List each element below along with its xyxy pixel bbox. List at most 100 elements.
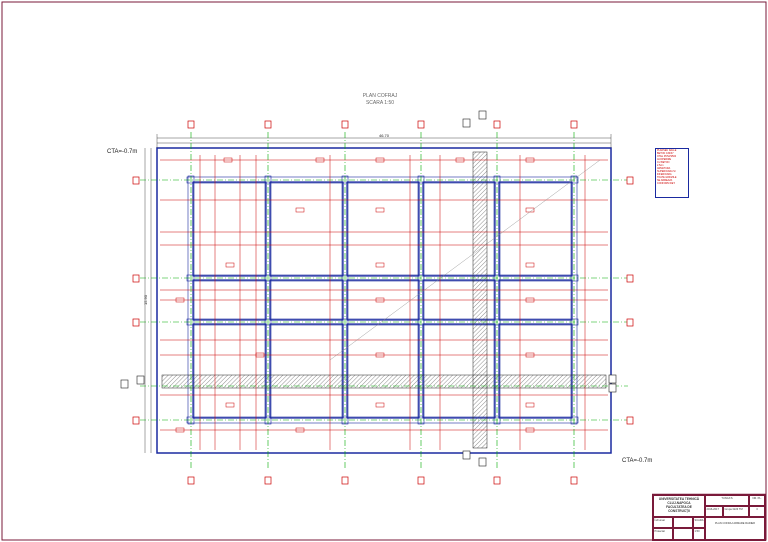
legend-line: CU BETON: [657, 161, 670, 164]
scale-label-cell: SCARA: [693, 517, 705, 528]
slab-panel: [269, 323, 344, 419]
role-1-name: [673, 517, 693, 528]
rebar-tag: [175, 427, 185, 433]
slab-panel: [498, 181, 573, 277]
legend-line: TOATE GRINZILE: [657, 176, 677, 179]
legend-line: OTEL PC52/S500: [657, 155, 677, 158]
rebar-tag: [375, 207, 385, 213]
section-marker: [136, 375, 145, 385]
rebar-tag: [223, 157, 233, 163]
title-block: UNIVERSITATEA TEHNICĂ CLUJ-NAPOCA FACULT…: [652, 494, 766, 541]
axis-bubble-bottom: [493, 476, 501, 485]
rebar-tag: [225, 402, 235, 408]
university-line: UNIVERSITATEA TEHNICĂ: [658, 497, 700, 501]
legend-line: INFERIOARA: [657, 173, 672, 176]
sheet-number-cell: 3: [749, 506, 765, 517]
slab-panel: [346, 323, 420, 419]
axis-grid: [140, 132, 628, 470]
title-text: PLAN COFRAJ: [362, 93, 398, 99]
axis-bubble-top: [493, 120, 501, 129]
section-marker: [608, 374, 617, 384]
legend-line: 2.5cm: [657, 164, 664, 167]
section-marker: [478, 110, 487, 120]
dimension-top: [156, 134, 612, 148]
drawing-title: PLAN COFRAJ SCARA 1:50: [340, 93, 420, 107]
axis-bubble-right: [626, 274, 634, 283]
drawing-name-cell: PLAN COFRAJ ARMARE RADIER: [705, 517, 765, 540]
slab-panel: [346, 181, 420, 277]
rebar-tag: [525, 297, 535, 303]
rebar-tag: [315, 157, 325, 163]
slab-panel: [269, 181, 344, 277]
foundation-outline: [156, 147, 612, 454]
slab-panel: [422, 323, 496, 419]
axis-bubble-left: [132, 176, 140, 185]
axis-bubble-left: [132, 274, 140, 283]
legend-line: CONFORM DET.: [657, 182, 676, 185]
legend-line: ARMATURA: [657, 167, 671, 170]
rebar-tag: [525, 402, 535, 408]
axis-bubble-top: [264, 120, 272, 129]
project-cell: TUNCA'S: [705, 495, 749, 506]
diagonal-line: [329, 159, 601, 361]
rebar-tag: [455, 157, 465, 163]
role-2-name: [673, 528, 693, 540]
legend-line: SUPERIOARA SI: [657, 170, 676, 173]
section-marker: [462, 450, 471, 460]
elevation-label-bottom: CTA=-0.7m: [622, 458, 653, 464]
rebar-tag: [295, 207, 305, 213]
axis-bubble-bottom: [264, 476, 272, 485]
role-2-cell: Proiectat: [653, 528, 673, 540]
rebar-lines: [160, 155, 608, 450]
section-marker: [608, 383, 617, 393]
year-cell: 2016-2017: [705, 506, 723, 517]
axis-bubbles: [120, 110, 634, 485]
notes-legend: PLANSEU DALLE BETON C30/37 OTEL PC52/S50…: [655, 148, 689, 198]
university-cell: UNIVERSITATEA TEHNICĂ CLUJ-NAPOCA FACULT…: [653, 495, 705, 517]
rebar-tag: [295, 427, 305, 433]
rebar-tag: [525, 157, 535, 163]
slab-panel: [192, 181, 267, 277]
axis-bubble-right: [626, 416, 634, 425]
rebar-tag: [525, 352, 535, 358]
scale-value-cell: 1:50: [693, 528, 705, 540]
overall-dimension: 46.70: [379, 133, 390, 138]
axis-bubble-right: [626, 318, 634, 327]
legend-line: PLANSEU DALLE: [657, 149, 677, 152]
section-marker: [120, 379, 129, 389]
rebar-tag: [375, 352, 385, 358]
axis-bubble-bottom: [187, 476, 195, 485]
slab-panel: [192, 323, 267, 419]
legend-line: ACOPERIRE: [657, 158, 672, 161]
rebar-tag: [375, 262, 385, 268]
axis-bubble-bottom: [570, 476, 578, 485]
axis-bubble-bottom: [341, 476, 349, 485]
axis-bubble-top: [417, 120, 425, 129]
group-cell: Grupa 3223 TM: [723, 506, 749, 517]
slab-panel: [498, 323, 573, 419]
side-dimension: 15.90: [143, 294, 148, 305]
slab-panels: [186, 175, 579, 425]
rebar-tag: [225, 262, 235, 268]
axis-bubble-top: [341, 120, 349, 129]
university-line: FACULTATEA DE CONSTRUCŢII: [666, 505, 692, 513]
section-marker: [462, 118, 471, 128]
rebar-tag: [375, 402, 385, 408]
slab-panel: [422, 181, 496, 277]
hatched-wall-horizontal: [161, 374, 607, 389]
axis-bubble-top: [570, 120, 578, 129]
axis-bubble-right: [626, 176, 634, 185]
section-marker: [478, 457, 487, 467]
role-1-cell: Îndrumat: [653, 517, 673, 528]
axis-bubble-top: [187, 120, 195, 129]
axis-bubble-left: [132, 416, 140, 425]
rebar-tag: [375, 157, 385, 163]
scale-text: SCARA 1:50: [365, 100, 395, 106]
sheet-label-cell: NR. PL.: [749, 495, 765, 506]
elevation-label-top: CTA=-0.7m: [107, 149, 138, 155]
legend-line: SE ARMEAZA: [657, 179, 673, 182]
rebar-tag: [525, 262, 535, 268]
rebar-tag: [525, 427, 535, 433]
